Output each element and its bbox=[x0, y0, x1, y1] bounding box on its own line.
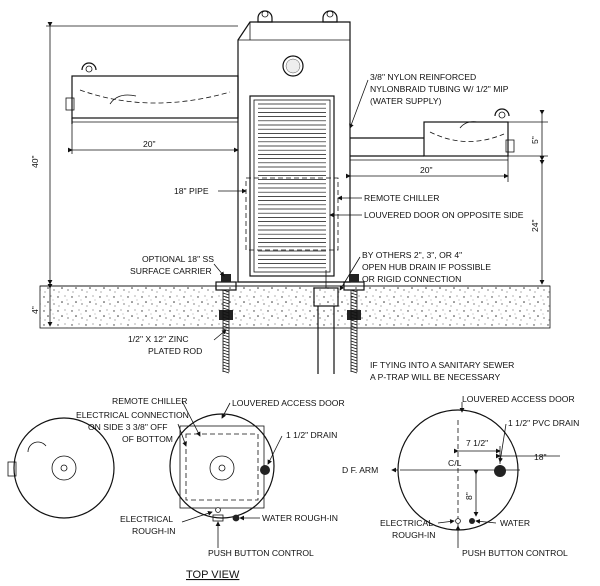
remote-chiller-label: REMOTE CHILLER bbox=[364, 193, 439, 203]
water-dot-icon bbox=[232, 514, 240, 522]
drain-label-2: OPEN HUB DRAIN IF POSSIBLE bbox=[362, 262, 491, 272]
top-electrical-conn-1: ELECTRICAL CONNECTION bbox=[76, 410, 189, 420]
tubing-label-2: NYLONBRAID TUBING W/ 1/2" MIP bbox=[370, 84, 509, 94]
plan-electrical-rough-1: ELECTRICAL bbox=[380, 518, 433, 528]
sanitary-label-2: A P-TRAP WILL BE NECESSARY bbox=[370, 372, 500, 382]
plan-df-arm-label: D F. ARM bbox=[342, 465, 378, 475]
zinc-rod-label-1: 1/2" X 12" ZINC bbox=[128, 334, 189, 344]
top-push-button-label: PUSH BUTTON CONTROL bbox=[208, 548, 314, 558]
plan-electrical-icon bbox=[455, 518, 461, 524]
plan-louvered-door-label: LOUVERED ACCESS DOOR bbox=[462, 394, 575, 404]
plan-dim-8: 8" bbox=[464, 492, 474, 500]
plan-pvc-drain-label: 1 1/2" PVC DRAIN bbox=[508, 418, 579, 428]
top-drain-label: 1 1/2" DRAIN bbox=[286, 430, 337, 440]
dim-40: 40" bbox=[30, 155, 40, 168]
drain-pipe bbox=[313, 270, 339, 374]
plan-centerline-label: C/L bbox=[448, 458, 462, 468]
dimension-lines bbox=[46, 22, 548, 327]
top-electrical-conn-2: ON SIDE 3 3/8" OFF bbox=[88, 422, 167, 432]
right-fountain-bowl bbox=[350, 108, 515, 164]
leader-lines bbox=[213, 79, 369, 341]
plan-water-dot-icon bbox=[469, 518, 475, 524]
carrier-label-2: SURFACE CARRIER bbox=[130, 266, 212, 276]
carrier-anchors bbox=[215, 274, 365, 374]
plan-water-label: WATER bbox=[500, 518, 530, 528]
top-remote-chiller-label: REMOTE CHILLER bbox=[112, 396, 187, 406]
dim-left-20: 20" bbox=[143, 139, 156, 149]
dim-24: 24" bbox=[530, 219, 540, 232]
chiller-cabinet bbox=[232, 21, 356, 283]
top-louvered-door-label: LOUVERED ACCESS DOOR bbox=[232, 398, 345, 408]
louvered-door-label: LOUVERED DOOR ON OPPOSITE SIDE bbox=[364, 210, 524, 220]
top-view-title: TOP VIEW bbox=[186, 569, 240, 581]
drain-label-3: OR RIGID CONNECTION bbox=[362, 274, 461, 284]
electrical-icon bbox=[215, 507, 221, 513]
center-cabinet-top bbox=[169, 413, 275, 522]
dim-5: 5" bbox=[530, 136, 540, 144]
left-bowl-top bbox=[7, 417, 115, 519]
drain-label-1: BY OTHERS 2", 3", OR 4" bbox=[362, 250, 462, 260]
louvers bbox=[258, 103, 326, 269]
zinc-rod-label-2: PLATED ROD bbox=[148, 346, 202, 356]
top-electrical-rough-2: ROUGH-IN bbox=[132, 526, 175, 536]
plan-view: LOUVERED ACCESS DOOR 1 1/2" PVC DRAIN D … bbox=[342, 394, 579, 558]
push-button-icon bbox=[212, 514, 224, 522]
sanitary-label-1: IF TYING INTO A SANITARY SEWER bbox=[370, 360, 514, 370]
elevation-view: 40" 4" 20" 20" 5" 24" 3/8" NYLON REINFOR… bbox=[30, 10, 551, 382]
tubing-label-3: (WATER SUPPLY) bbox=[370, 96, 442, 106]
plan-dim-18: 18" bbox=[534, 452, 547, 462]
drain-dot-icon bbox=[260, 465, 270, 475]
left-fountain-bowl bbox=[65, 62, 239, 130]
top-electrical-conn-3: OF BOTTOM bbox=[122, 434, 173, 444]
carrier-label-1: OPTIONAL 18" SS bbox=[142, 254, 214, 264]
pipe-label: 18" PIPE bbox=[174, 186, 209, 196]
plan-dim-7-half: 7 1/2" bbox=[466, 438, 488, 448]
dim-4: 4" bbox=[30, 306, 40, 314]
dim-right-20: 20" bbox=[420, 165, 433, 175]
top-water-label: WATER ROUGH-IN bbox=[262, 513, 338, 523]
lifting-eye-icon bbox=[257, 10, 338, 23]
top-leaders bbox=[177, 400, 283, 548]
plan-electrical-rough-2: ROUGH-IN bbox=[392, 530, 435, 540]
top-electrical-rough-1: ELECTRICAL bbox=[120, 514, 173, 524]
top-view: REMOTE CHILLER ELECTRICAL CONNECTION ON … bbox=[7, 396, 345, 581]
tubing-label-1: 3/8" NYLON REINFORCED bbox=[370, 72, 476, 82]
plan-push-button-label: PUSH BUTTON CONTROL bbox=[462, 548, 568, 558]
pvc-drain-dot-icon bbox=[494, 465, 506, 477]
floor-slab bbox=[39, 285, 551, 329]
